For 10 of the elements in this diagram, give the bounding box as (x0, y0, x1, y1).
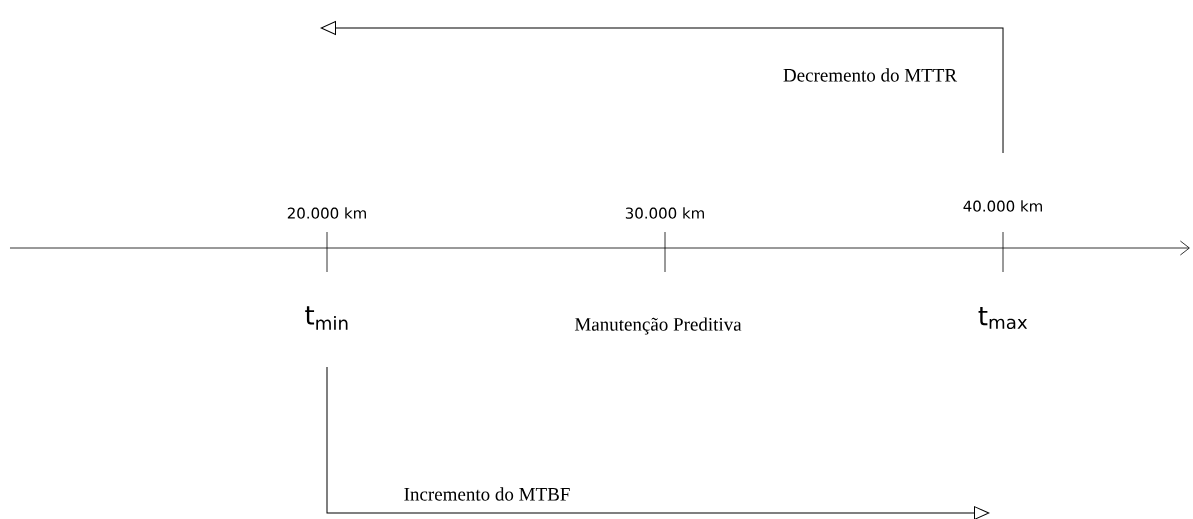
tick-label: 40.000 km (963, 200, 1042, 212)
tick-label: 30.000 km (625, 207, 704, 219)
edge-label: Decremento do MTTR (781, 67, 959, 83)
edge-label: Incremento do MTBF (402, 486, 572, 502)
bent-arrow (320, 21, 1004, 154)
axis-caption: Manutenção Preditiva (574, 317, 742, 335)
tick-label: 20.000 km (287, 207, 366, 219)
time-symbol: t$_{min}$ (305, 306, 348, 330)
time-symbol: t$_{max}$ (978, 306, 1028, 330)
bent-arrow (326, 366, 990, 519)
